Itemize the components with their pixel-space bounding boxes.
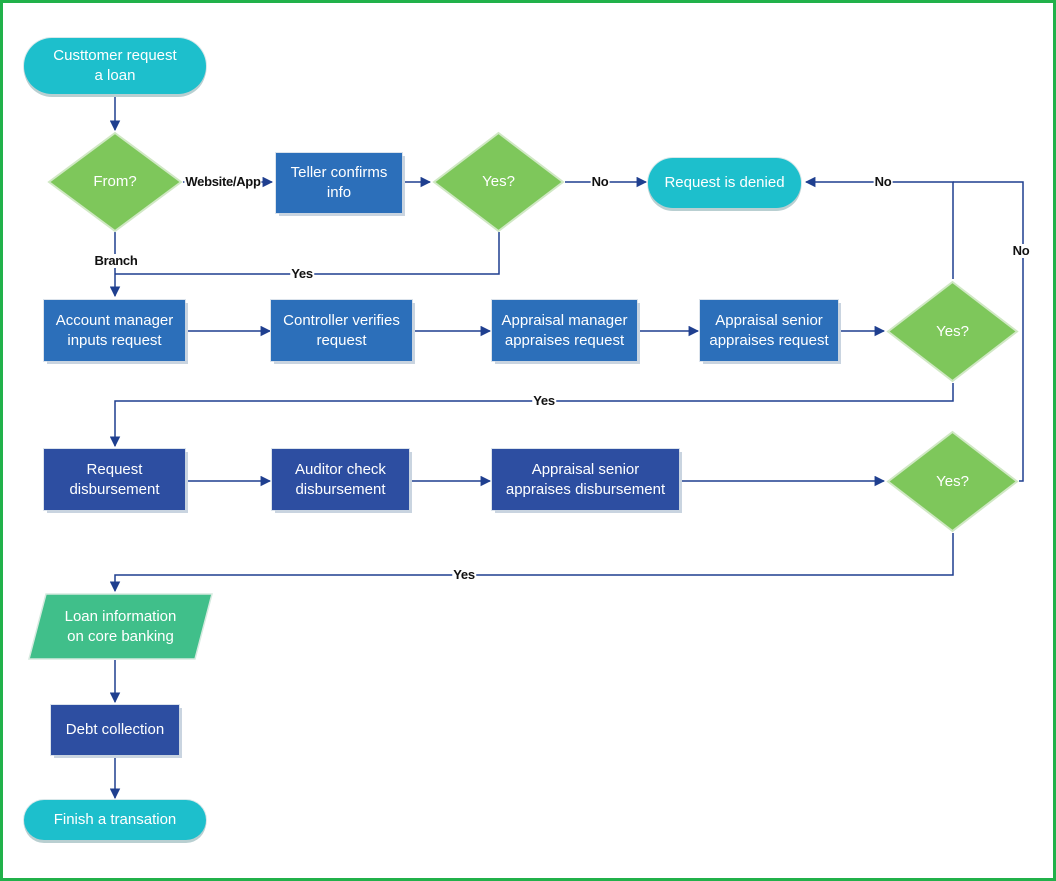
edge-yes2-no-to-denied — [804, 176, 954, 279]
request-denied-terminal: Request is denied — [648, 158, 801, 208]
appraisal-senior-disbursement-box: Appraisal senior appraises disbursement — [492, 449, 679, 510]
label-no-appraisal: No — [873, 174, 893, 189]
auditor-check-text: Auditor check disbursement — [295, 460, 386, 498]
yes2-decision: Yes? — [886, 280, 1019, 383]
account-manager-text: Account manager inputs request — [55, 311, 174, 349]
label-yes-teller: Yes — [290, 266, 314, 281]
finish-terminal: Finish a transation — [24, 800, 206, 840]
request-disbursement-text: Request disbursement — [69, 460, 160, 498]
request-denied-text: Request is denied — [664, 174, 785, 191]
request-disbursement-box: Request disbursement — [44, 449, 185, 510]
controller-verifies-text: Controller verifies request — [283, 311, 400, 349]
yes2-decision-text: Yes? — [936, 322, 969, 340]
start-terminal-text: Custtomer request a loan — [53, 47, 177, 84]
edge-yes1-yes-to-acct — [115, 232, 500, 275]
from-decision: From? — [47, 131, 183, 233]
appraisal-senior-request-text: Appraisal senior appraises request — [709, 311, 829, 349]
loan-information-text: Loan information on core banking — [64, 607, 177, 645]
yes1-decision: Yes? — [432, 131, 565, 233]
finish-terminal-text: Finish a transation — [53, 811, 177, 828]
teller-confirms-text: Teller confirms info — [290, 164, 388, 201]
auditor-check-box: Auditor check disbursement — [272, 449, 409, 510]
debt-collection-text: Debt collection — [65, 721, 165, 738]
yes3-decision: Yes? — [886, 430, 1019, 533]
label-no-disbursement: No — [1011, 243, 1031, 258]
appraisal-senior-request-box: Appraisal senior appraises request — [700, 300, 838, 361]
label-branch: Branch — [93, 253, 139, 268]
appraisal-manager-text: Appraisal manager appraises request — [501, 311, 628, 349]
label-yes-appraisal: Yes — [532, 393, 556, 408]
label-no-teller: No — [590, 174, 610, 189]
loan-information-data: Loan information on core banking — [28, 593, 213, 660]
edge-yes3-no-to-denied — [953, 181, 1024, 482]
debt-collection-box: Debt collection — [51, 705, 179, 755]
account-manager-box: Account manager inputs request — [44, 300, 185, 361]
yes1-decision-text: Yes? — [482, 173, 515, 190]
controller-verifies-box: Controller verifies request — [271, 300, 412, 361]
appraisal-senior-disbursement-text: Appraisal senior appraises disbursement — [505, 460, 666, 498]
teller-confirms-box: Teller confirms info — [276, 153, 402, 213]
yes3-decision-text: Yes? — [936, 472, 969, 490]
start-terminal: Custtomer request a loan — [24, 38, 206, 94]
label-website-app: Website/App — [184, 174, 262, 189]
from-decision-text: From? — [93, 173, 137, 190]
edge-yes3-yes-to-loaninfo — [109, 533, 954, 593]
appraisal-manager-box: Appraisal manager appraises request — [492, 300, 637, 361]
label-yes-disbursement: Yes — [452, 567, 476, 582]
